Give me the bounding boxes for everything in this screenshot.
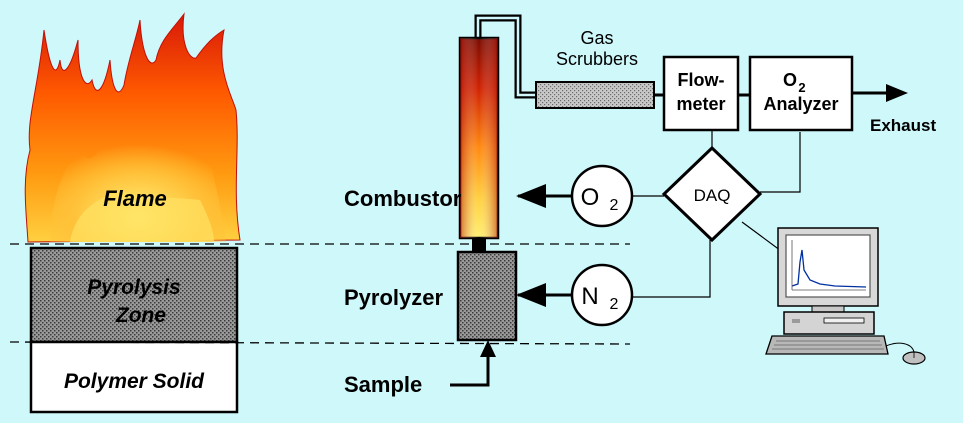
combustor-label: Combustor bbox=[344, 186, 462, 211]
pyrolyzer-label: Pyrolyzer bbox=[344, 285, 443, 310]
daq-label: DAQ bbox=[694, 186, 731, 205]
gas-scrubbers-label-line2: Scrubbers bbox=[556, 49, 638, 69]
pyrolyzer-chamber bbox=[456, 250, 518, 342]
n2-supply-circle bbox=[570, 263, 634, 327]
pyrolysis-label-line2: Zone bbox=[115, 304, 166, 327]
surface-boundary-line bbox=[9, 341, 631, 345]
flowmeter-box bbox=[662, 55, 740, 132]
o2-subscript: 2 bbox=[610, 197, 619, 214]
polymer-solid-label: Polymer Solid bbox=[64, 370, 205, 393]
mouse-icon bbox=[902, 351, 926, 365]
n2-symbol: N bbox=[581, 283, 598, 310]
n2-subscript: 2 bbox=[610, 296, 619, 313]
computer-icon bbox=[765, 227, 915, 355]
connector-tube bbox=[472, 238, 486, 252]
sample-arrow-head bbox=[480, 340, 496, 357]
gas-scrubbers-label-line1: Gas bbox=[580, 28, 613, 48]
daq-analyzer-line bbox=[760, 132, 801, 193]
analyzer-o-letter: O bbox=[783, 70, 797, 90]
daq-n2-line bbox=[632, 240, 711, 298]
sample-label: Sample bbox=[344, 372, 422, 397]
o2-arrow-head bbox=[516, 184, 546, 208]
exhaust-arrow-head bbox=[886, 84, 908, 102]
exhaust-label: Exhaust bbox=[870, 116, 936, 135]
flowmeter-label-line2: meter bbox=[676, 94, 725, 114]
flowmeter-label-line1: Flow- bbox=[678, 70, 725, 90]
daq-unit bbox=[661, 145, 763, 243]
analyzer-label-line2: Analyzer bbox=[763, 94, 838, 114]
flame-shape bbox=[24, 12, 241, 243]
n2-arrow-head bbox=[516, 283, 546, 307]
gas-scrubbers-tube bbox=[535, 81, 655, 109]
pyrolysis-label-line1: Pyrolysis bbox=[87, 276, 180, 299]
o2-symbol: O bbox=[581, 184, 600, 211]
sample-feed-line bbox=[450, 350, 490, 387]
analyzer-subscript: 2 bbox=[798, 80, 805, 95]
pyrolysis-zone bbox=[29, 246, 239, 344]
flame-label: Flame bbox=[103, 186, 167, 211]
screen-curve bbox=[791, 249, 867, 288]
